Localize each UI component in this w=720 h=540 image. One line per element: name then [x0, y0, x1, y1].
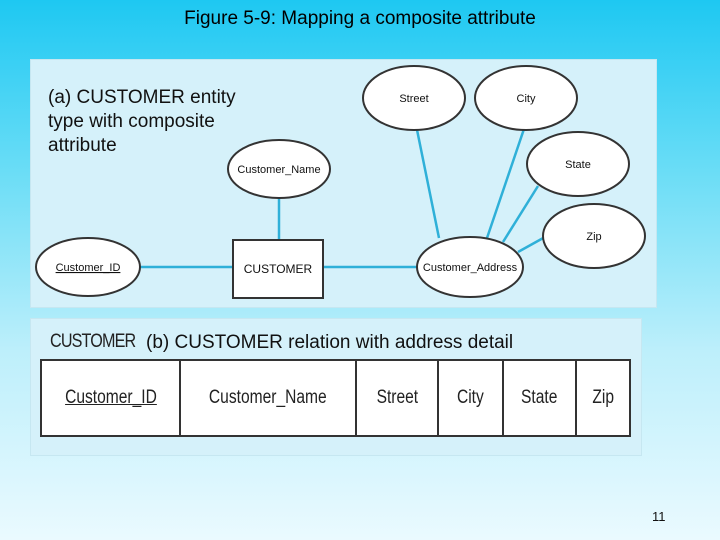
- connector-state: [501, 185, 540, 243]
- connector-street: [412, 114, 441, 239]
- column-label: Customer_ID: [64, 387, 157, 408]
- attribute-street-ellipse: [362, 65, 466, 131]
- column-zip: Zip: [577, 361, 629, 435]
- attribute-customer-address-label: Customer_Address: [423, 262, 518, 274]
- attribute-zip-ellipse: [542, 203, 646, 269]
- attribute-state-label: State: [565, 159, 591, 171]
- connector-city: [485, 125, 527, 239]
- column-label: Street: [376, 387, 418, 408]
- column-street: Street: [357, 361, 439, 435]
- panel-b-caption: (b) CUSTOMER relation with address detai…: [146, 332, 514, 353]
- connector-zip: [517, 235, 546, 254]
- attribute-customer-name-label: Customer_Name: [237, 164, 320, 176]
- page-number: 11: [652, 509, 666, 524]
- attribute-city-ellipse: [474, 65, 578, 131]
- column-state: State: [504, 361, 577, 435]
- column-customer-id: Customer_ID: [42, 361, 181, 435]
- attribute-city-label: City: [517, 93, 536, 105]
- attribute-zip-label: Zip: [586, 231, 601, 243]
- attribute-state-ellipse: [526, 131, 630, 197]
- slide-title: Figure 5-9: Mapping a composite attribut…: [184, 8, 536, 29]
- column-label: Customer_Name: [209, 387, 327, 408]
- attribute-customer-id-label: Customer_ID: [56, 262, 121, 274]
- column-label: Zip: [592, 387, 614, 408]
- attribute-customer-name-ellipse: [227, 139, 331, 199]
- relation-table: Customer_ID Customer_Name Street City St…: [40, 359, 631, 437]
- column-city: City: [439, 361, 504, 435]
- column-label: City: [457, 387, 484, 408]
- attribute-street-label: Street: [399, 93, 428, 105]
- column-customer-name: Customer_Name: [181, 361, 357, 435]
- entity-customer-box: [232, 239, 324, 299]
- attribute-customer-address-ellipse: [416, 236, 524, 298]
- column-label: State: [521, 387, 558, 408]
- panel-a-caption: (a) CUSTOMER entity type with composite …: [48, 87, 236, 156]
- entity-customer-label: CUSTOMER: [244, 262, 313, 276]
- attribute-customer-id-ellipse: [35, 237, 141, 297]
- er-connectors: [140, 114, 546, 269]
- relation-name: CUSTOMER: [50, 331, 136, 352]
